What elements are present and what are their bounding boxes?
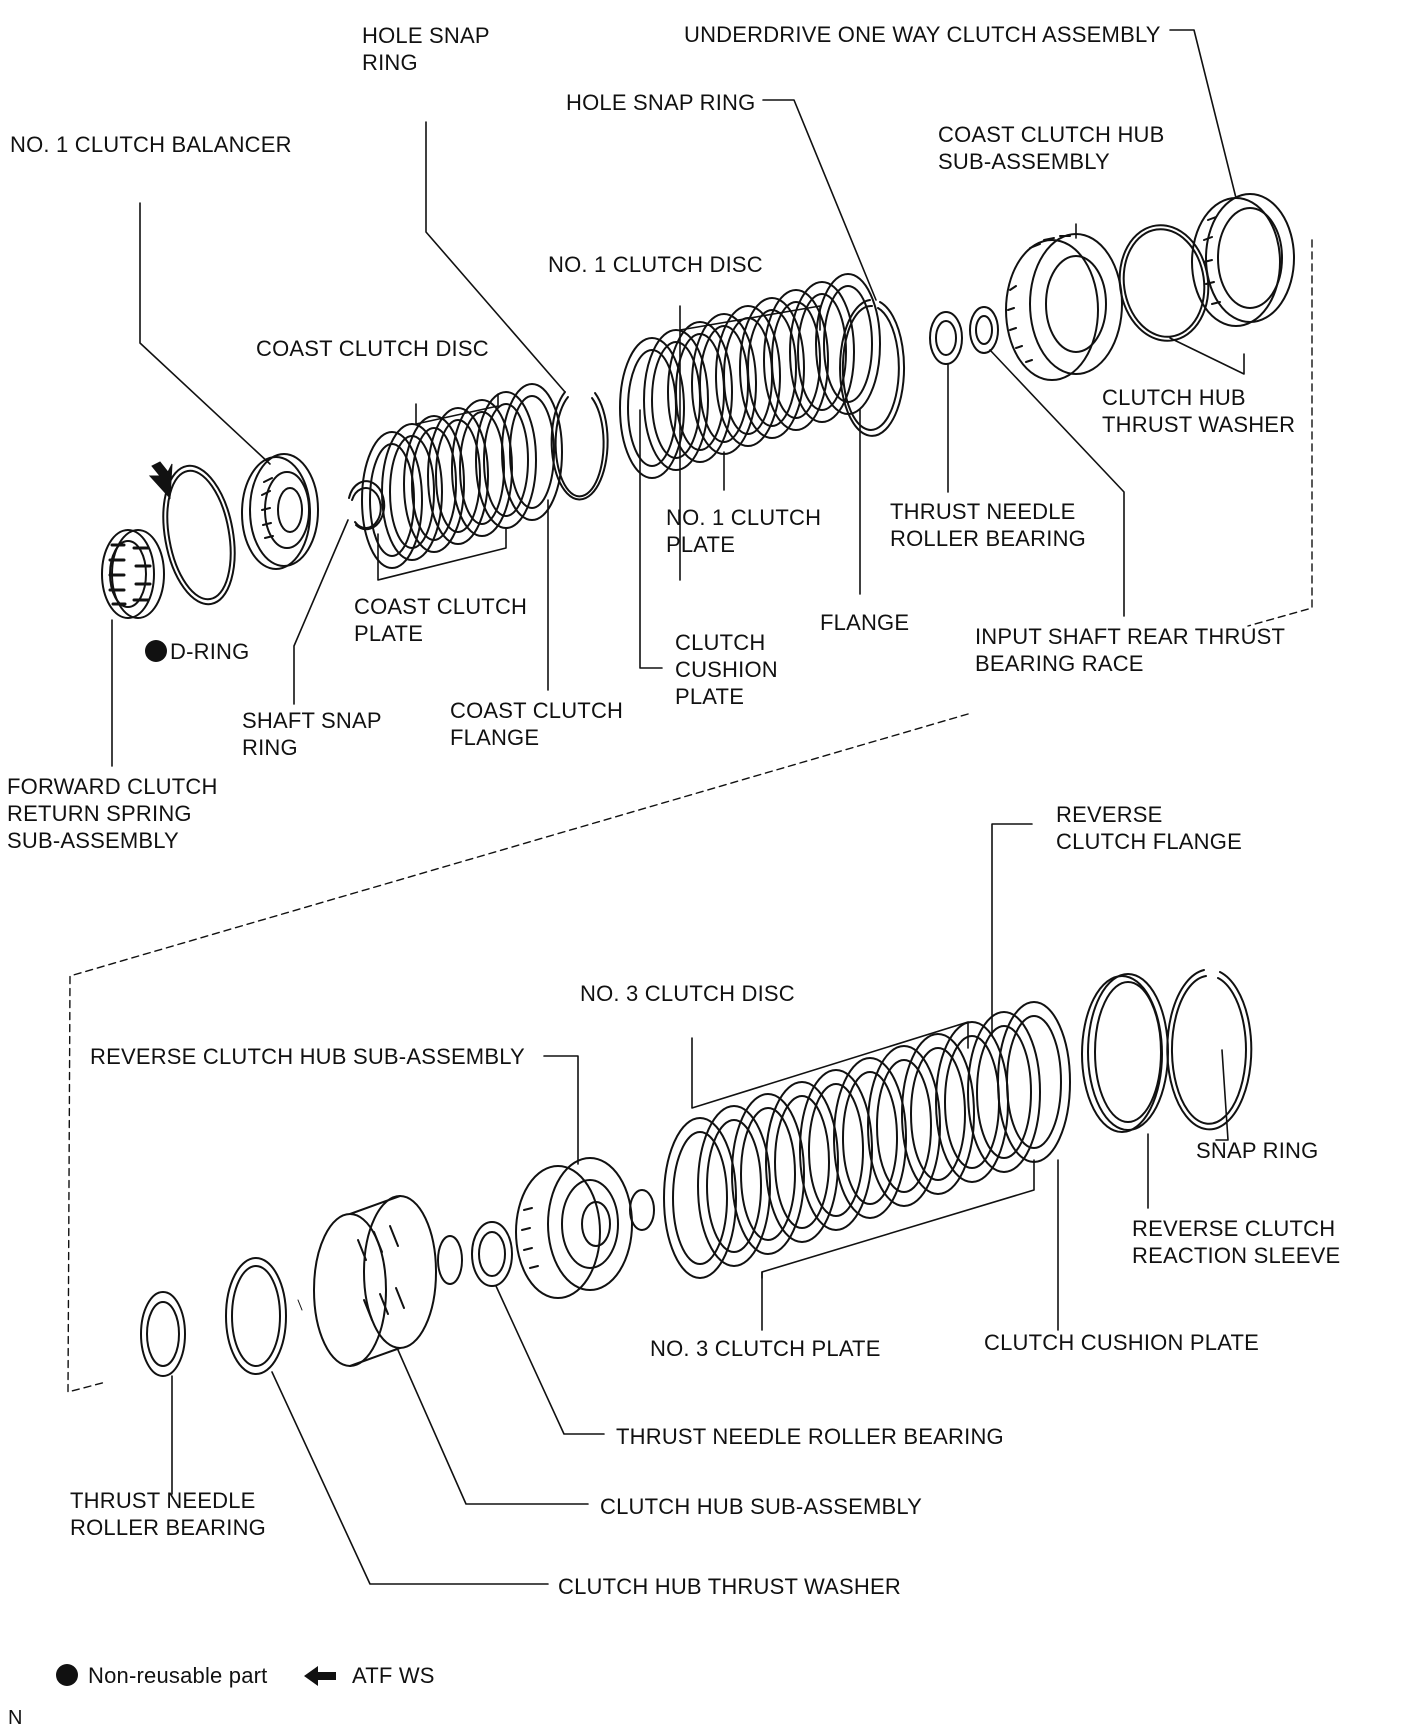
label-hole-snap-ring-upper: HOLE SNAP RING <box>362 23 490 75</box>
label-no1-clutch-balancer: NO. 1 CLUTCH BALANCER <box>10 132 292 157</box>
legend-non-reusable-label: Non-reusable part <box>88 1663 268 1688</box>
atf-arrow-marker <box>148 461 173 500</box>
snap-ring <box>1167 970 1251 1129</box>
thrust-needle-bearing-bottom <box>141 1292 185 1376</box>
label-thrust-needle-bearing-mid: THRUST NEEDLE ROLLER BEARING <box>616 1424 1004 1449</box>
legend-atf-ws-label: ATF WS <box>352 1663 435 1688</box>
section-boundary <box>67 239 1313 1393</box>
hole-snap-ring-upper <box>552 392 608 499</box>
reverse-clutch-hub <box>516 1158 654 1298</box>
d-ring <box>153 460 244 610</box>
label-reverse-clutch-reaction-sleeve: REVERSE CLUTCH REACTION SLEEVE <box>1132 1216 1341 1268</box>
label-shaft-snap-ring: SHAFT SNAP RING <box>242 708 382 760</box>
label-no1-clutch-plate: NO. 1 CLUTCH PLATE <box>666 505 822 557</box>
label-coast-clutch-plate: COAST CLUTCH PLATE <box>354 594 528 646</box>
no3-clutch-pack <box>664 1002 1070 1278</box>
label-hole-snap-ring-mid: HOLE SNAP RING <box>566 90 756 115</box>
input-shaft-rear-thrust-race <box>970 307 998 353</box>
label-no3-clutch-plate: NO. 3 CLUTCH PLATE <box>650 1336 881 1361</box>
hole-snap-ring-mid <box>840 300 904 436</box>
label-input-shaft-race: INPUT SHAFT REAR THRUST BEARING RACE <box>975 624 1286 676</box>
clutch-hub-thrust-washer-top <box>1112 219 1215 346</box>
forward-clutch-return-spring <box>102 530 164 618</box>
label-thrust-needle-bearing-bottom: THRUST NEEDLE ROLLER BEARING <box>70 1488 266 1540</box>
clutch-hub-sub-assembly <box>314 1196 462 1366</box>
reverse-clutch-reaction-sleeve <box>1082 974 1168 1132</box>
label-d-ring: D-RING <box>170 639 250 664</box>
coast-clutch-hub <box>1006 234 1122 380</box>
label-reverse-clutch-flange: REVERSE CLUTCH FLANGE <box>1056 802 1242 854</box>
clutch-hub-thrust-washer-bottom <box>226 1258 286 1374</box>
underdrive-one-way-clutch <box>1192 194 1294 326</box>
label-clutch-hub-thrust-washer-bottom: CLUTCH HUB THRUST WASHER <box>558 1574 901 1599</box>
non-reusable-icon <box>56 1664 78 1686</box>
label-clutch-cushion-plate-top: CLUTCH CUSHION PLATE <box>675 630 778 709</box>
label-thrust-needle-bearing-top: THRUST NEEDLE ROLLER BEARING <box>890 499 1086 551</box>
label-snap-ring: SNAP RING <box>1196 1138 1319 1163</box>
label-underdrive-one-way-clutch: UNDERDRIVE ONE WAY CLUTCH ASSEMBLY <box>684 22 1161 47</box>
label-no1-clutch-disc: NO. 1 CLUTCH DISC <box>548 252 763 277</box>
label-reverse-clutch-hub: REVERSE CLUTCH HUB SUB-ASSEMBLY <box>90 1044 525 1069</box>
label-coast-clutch-flange: COAST CLUTCH FLANGE <box>450 698 624 750</box>
no1-clutch-balancer <box>242 454 318 569</box>
label-clutch-hub-sub-assembly: CLUTCH HUB SUB-ASSEMBLY <box>600 1494 923 1519</box>
label-flange: FLANGE <box>820 610 910 635</box>
leader-lines <box>111 29 1245 1585</box>
thrust-needle-bearing-mid <box>472 1222 512 1286</box>
label-coast-clutch-hub: COAST CLUTCH HUB SUB-ASSEMBLY <box>938 122 1165 174</box>
label-clutch-hub-thrust-washer-top: CLUTCH HUB THRUST WASHER <box>1102 385 1296 437</box>
label-clutch-cushion-plate-bottom: CLUTCH CUSHION PLATE <box>984 1330 1259 1355</box>
atf-arrow-icon <box>304 1666 336 1686</box>
coast-clutch-pack <box>362 384 562 568</box>
thrust-needle-bearing-top <box>930 312 962 364</box>
shaft-snap-ring <box>349 481 384 529</box>
label-coast-clutch-disc: COAST CLUTCH DISC <box>256 336 489 361</box>
no1-clutch-pack <box>620 274 880 478</box>
non-reusable-dot-dring <box>145 640 167 662</box>
corner-mark: N <box>8 1707 23 1729</box>
label-no3-clutch-disc: NO. 3 CLUTCH DISC <box>580 981 795 1006</box>
label-forward-clutch-return-spring: FORWARD CLUTCH RETURN SPRING SUB-ASSEMBL… <box>7 774 218 853</box>
